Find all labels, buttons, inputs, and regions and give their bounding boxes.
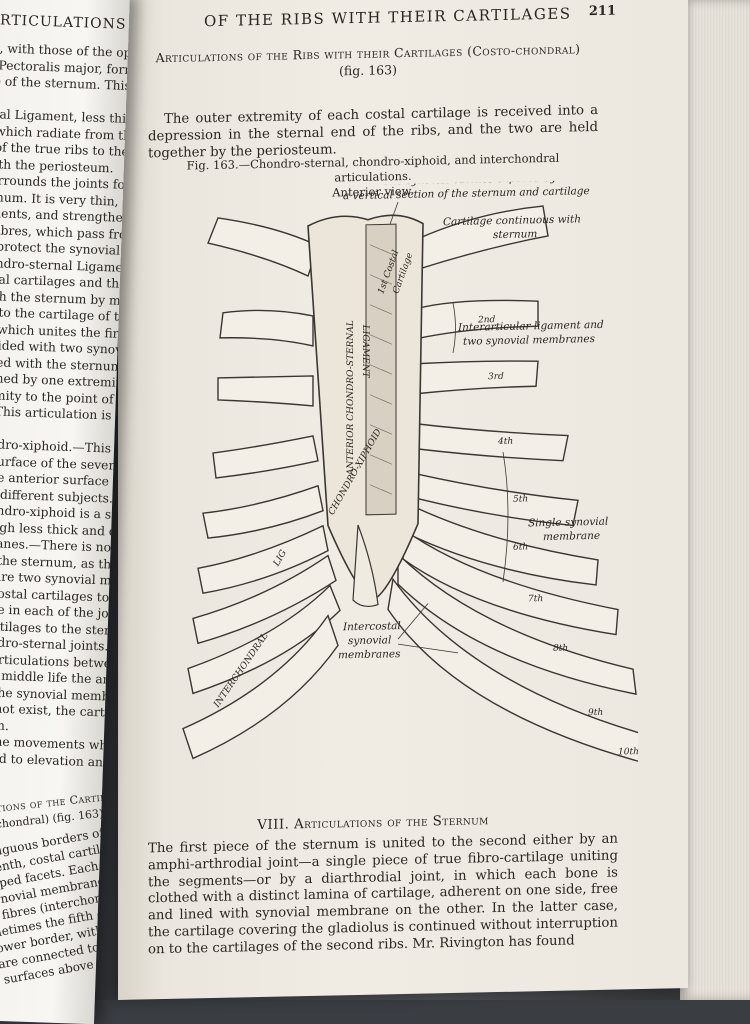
- page-edges: [680, 0, 750, 1000]
- rib-number: 8th: [553, 644, 568, 654]
- intercostal-label-3: membranes: [338, 648, 401, 661]
- rib-number: 10th: [618, 747, 638, 757]
- lower-paragraph: The first piece of the sternum is united…: [148, 831, 618, 958]
- running-head-title: OF THE RIBS WITH THEIR CARTILAGES: [204, 4, 572, 31]
- interarticular-label: Interarticular ligament and: [457, 319, 604, 334]
- rib-number: 6th: [513, 542, 528, 552]
- page-number: 211: [588, 3, 616, 20]
- rib-number: 3rd: [488, 372, 504, 382]
- interarticular-label-2: two synovial membranes: [463, 333, 596, 348]
- intercostal-label: Intercostal: [342, 620, 401, 633]
- single-synovial-label-2: membrane: [543, 530, 600, 543]
- rib-number: 9th: [588, 708, 603, 718]
- vertical-ligament-label: ANTERIOR CHONDRO-STERNAL: [346, 320, 356, 476]
- leader-lines: [389, 202, 509, 654]
- vertical-ligament-label-2: LIGAMENT: [360, 324, 370, 379]
- left-running-head: ARTICULATIONS: [0, 11, 127, 33]
- rib-number: 7th: [528, 594, 543, 604]
- rib-cage-illustration: 1st Costal Cartilage ANTERIOR CHONDRO-ST…: [182, 172, 649, 765]
- cartilage-continuous-label: Cartilage continuous with: [443, 213, 581, 228]
- cartilage-continuous-label-2: sternum: [493, 228, 537, 241]
- section-title: VIII. Articulations of the Sternum: [257, 812, 489, 834]
- ribs-right: [387, 205, 649, 765]
- right-page: OF THE RIBS WITH THEIR CARTILAGES 211 Ar…: [118, 0, 688, 1001]
- rib-number: 5th: [513, 494, 528, 504]
- rib-number: 4th: [497, 437, 513, 447]
- single-synovial-label: Single synovial: [528, 516, 608, 530]
- anatomical-figure: 1st Costal Cartilage ANTERIOR CHONDRO-ST…: [158, 172, 649, 799]
- xiphoid-process: [352, 524, 379, 608]
- running-head: OF THE RIBS WITH THEIR CARTILAGES 211: [118, 2, 688, 38]
- intercostal-label-2: synovial: [348, 634, 391, 647]
- section-heading: Articulations of the Ribs with their Car…: [148, 40, 588, 83]
- rib-number: 2nd: [477, 315, 496, 325]
- ribs-left: [182, 217, 341, 760]
- synovial-cavities-label-2: a vertical section of the sternum and ca…: [343, 185, 590, 202]
- sternum-texture: [369, 244, 393, 495]
